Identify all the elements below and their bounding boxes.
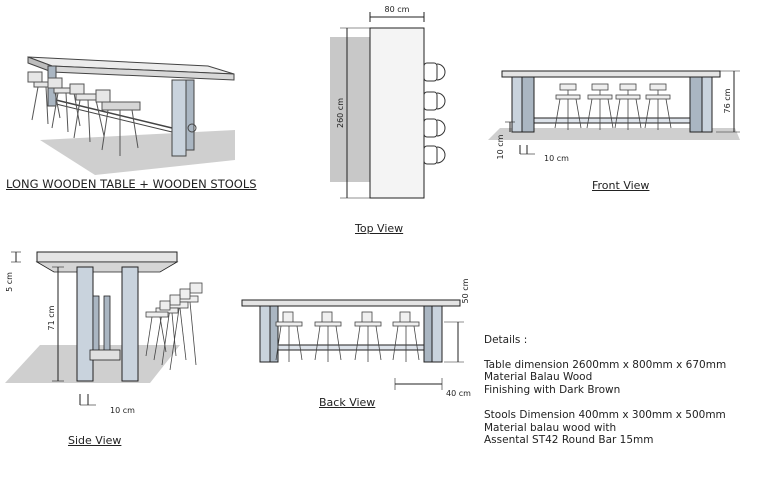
side-leg-height-label: 71 cm [47, 305, 56, 330]
back-leg-right [423, 305, 433, 363]
front-stools [554, 83, 672, 130]
back-view-title: Back View [319, 396, 376, 409]
back-stool-height-label: 50 cm [461, 278, 470, 303]
side-tabletop [36, 251, 178, 263]
top-view-title: Top View [355, 222, 404, 235]
side-foot-label: 10 cm [110, 406, 135, 415]
side-stools [145, 282, 203, 371]
perspective-stools [27, 71, 141, 156]
top-view-stools [423, 62, 446, 165]
side-view-title: Side View [68, 434, 122, 447]
front-leg-left [511, 76, 523, 133]
details-block: Details : Table dimension 2600mm x 800mm… [484, 334, 726, 447]
front-leg-width-label: 10 cm [544, 154, 569, 163]
front-view-title: Front View [592, 179, 650, 192]
side-view: 5 cm 71 cm 10 cm [5, 251, 203, 415]
front-leg-height-label: 10 cm [496, 134, 505, 159]
perspective-leg-front [171, 79, 187, 157]
back-view: 50 cm 40 cm [241, 278, 471, 398]
top-view-tabletop [369, 27, 425, 199]
perspective-view [27, 56, 235, 175]
side-leg-left [76, 266, 94, 382]
details-line: Table dimension 2600mm x 800mm x 670mm [484, 358, 727, 371]
side-top-thickness-label: 5 cm [5, 272, 14, 292]
back-stools [275, 311, 420, 362]
front-view-shadow [488, 128, 740, 140]
details-heading: Details : [484, 334, 528, 346]
front-height-label: 76 cm [723, 88, 732, 113]
perspective-shadow [40, 130, 235, 175]
perspective-title: LONG WOODEN TABLE + WOODEN STOOLS [6, 177, 257, 191]
front-view: 76 cm 10 cm 10 cm [488, 70, 740, 163]
details-line: Finishing with Dark Brown [484, 383, 621, 396]
back-leg-left [259, 305, 271, 363]
side-leg-right [121, 266, 139, 382]
top-length-label: 260 cm [336, 98, 345, 128]
details-line: Material balau wood with [484, 421, 617, 434]
details-line: Assental ST42 Round Bar 15mm [484, 434, 654, 446]
back-tabletop [241, 299, 461, 307]
top-view-shadow [330, 37, 372, 182]
top-view: 80 cm 260 cm [330, 5, 446, 199]
front-tabletop [501, 70, 721, 78]
front-leg-right [689, 76, 703, 133]
details-line: Stools Dimension 400mm x 300mm x 500mm [484, 409, 726, 421]
top-width-label: 80 cm [385, 5, 410, 14]
details-line: Material Balau Wood [484, 371, 593, 383]
back-stool-width-label: 40 cm [446, 389, 471, 398]
